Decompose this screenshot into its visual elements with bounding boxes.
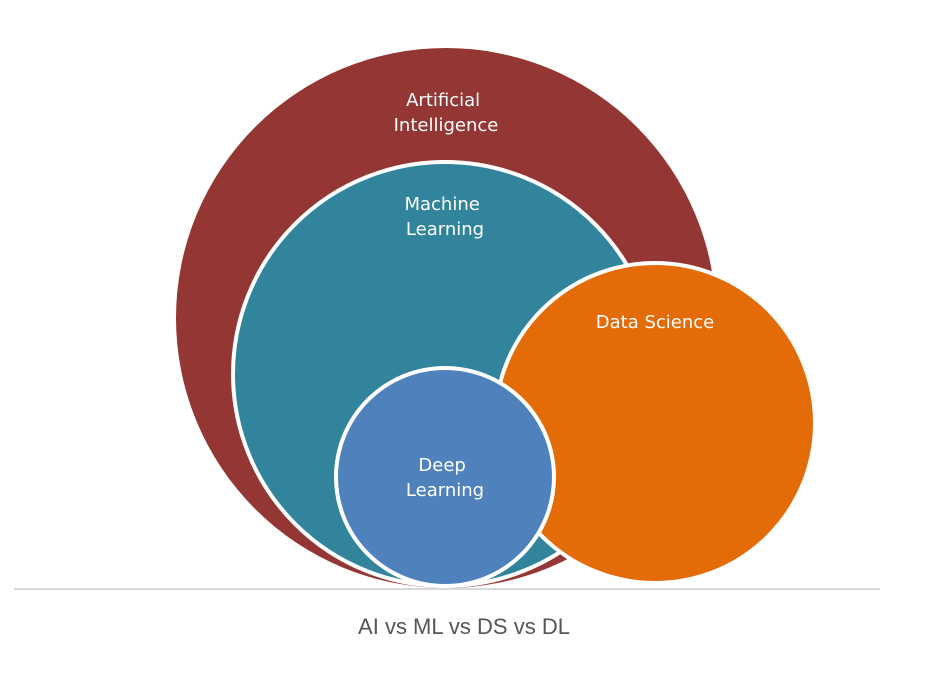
- circle-ds: Data Science: [493, 261, 817, 585]
- circle-ds-label-line-1: Data Science: [596, 312, 714, 333]
- figure-caption: AI vs ML vs DS vs DL: [358, 614, 570, 639]
- circle-ai-label: Artificial Intelligence: [394, 90, 499, 136]
- circle-ds-label: Data Science: [596, 312, 714, 333]
- circle-ml-label: Machine Learning: [404, 194, 485, 240]
- circle-ai-label-line-2: Intelligence: [394, 115, 499, 136]
- circle-dl-shape: [334, 366, 556, 588]
- circle-ai-label-line-1: Artificial: [406, 90, 480, 111]
- circle-ml-label-line-1: Machine: [404, 194, 479, 215]
- circle-ds-shape: [493, 261, 817, 585]
- circle-dl-label: Deep Learning: [406, 455, 484, 501]
- circle-dl-label-line-1: Deep: [418, 455, 465, 476]
- circle-dl-label-line-2: Learning: [406, 480, 484, 501]
- circle-ml-label-line-2: Learning: [406, 219, 484, 240]
- circle-dl: Deep Learning: [334, 366, 556, 588]
